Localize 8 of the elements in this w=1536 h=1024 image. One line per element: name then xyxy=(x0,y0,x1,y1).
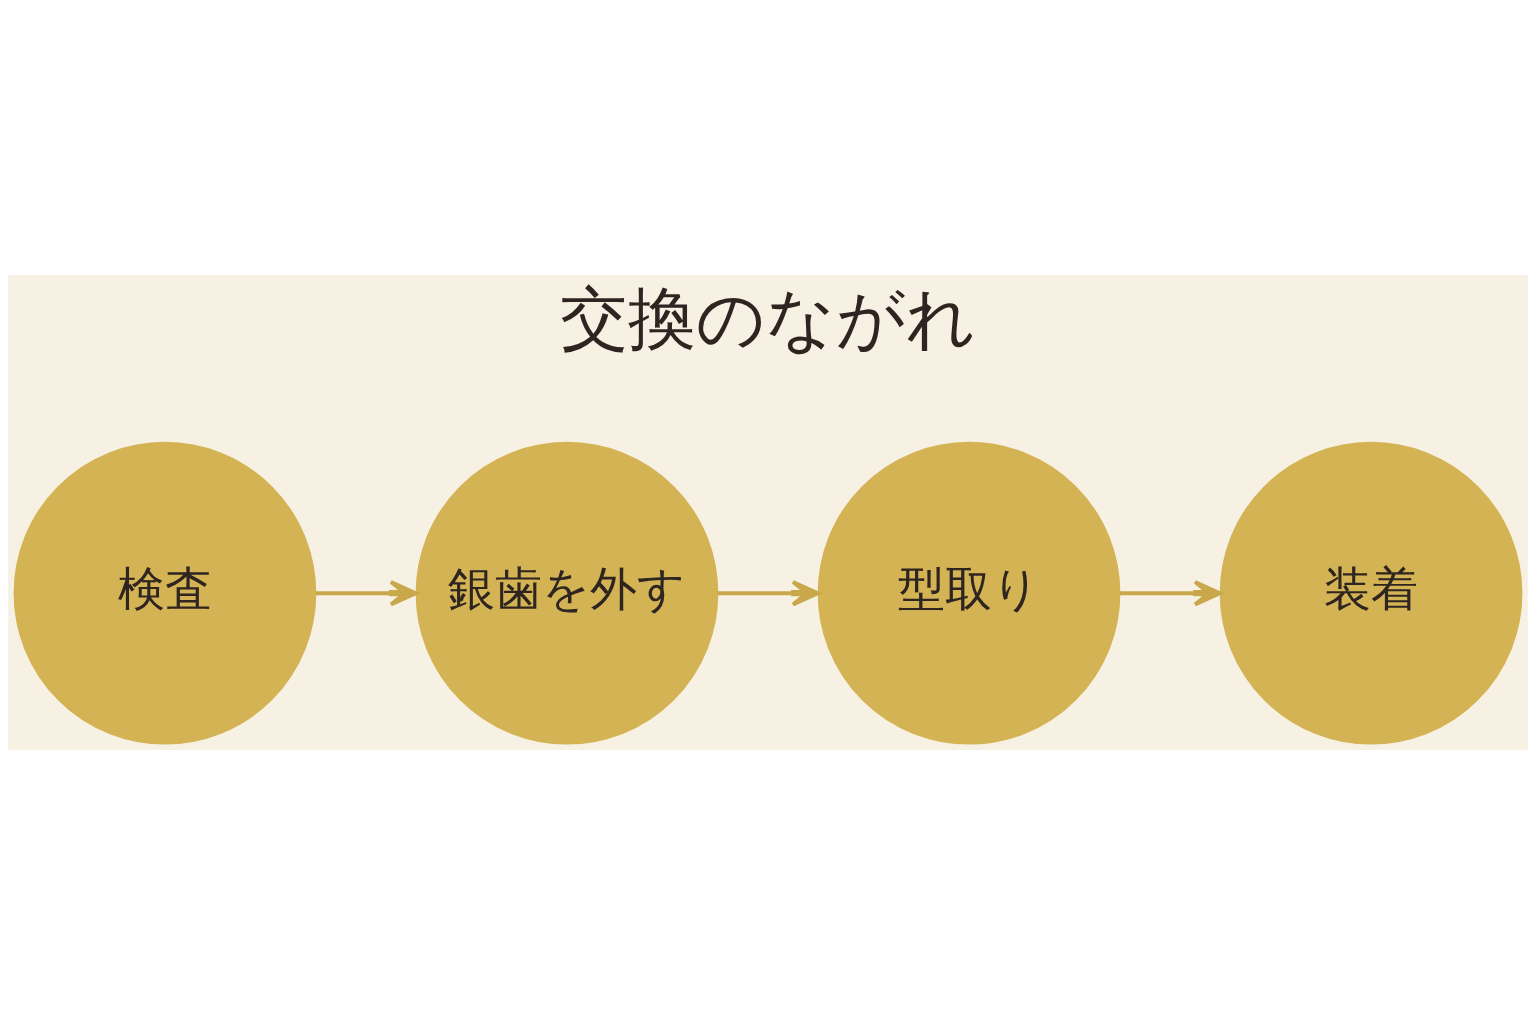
node-circle: 型取り xyxy=(817,441,1121,745)
arrow xyxy=(315,579,418,606)
node-circle: 装着 xyxy=(1219,441,1523,745)
node-circle: 銀歯を外す xyxy=(415,441,719,745)
arrow xyxy=(717,579,820,606)
node-circle: 検査 xyxy=(13,441,317,745)
arrow xyxy=(1119,579,1222,606)
diagram-title: 交換のながれ xyxy=(560,278,976,358)
